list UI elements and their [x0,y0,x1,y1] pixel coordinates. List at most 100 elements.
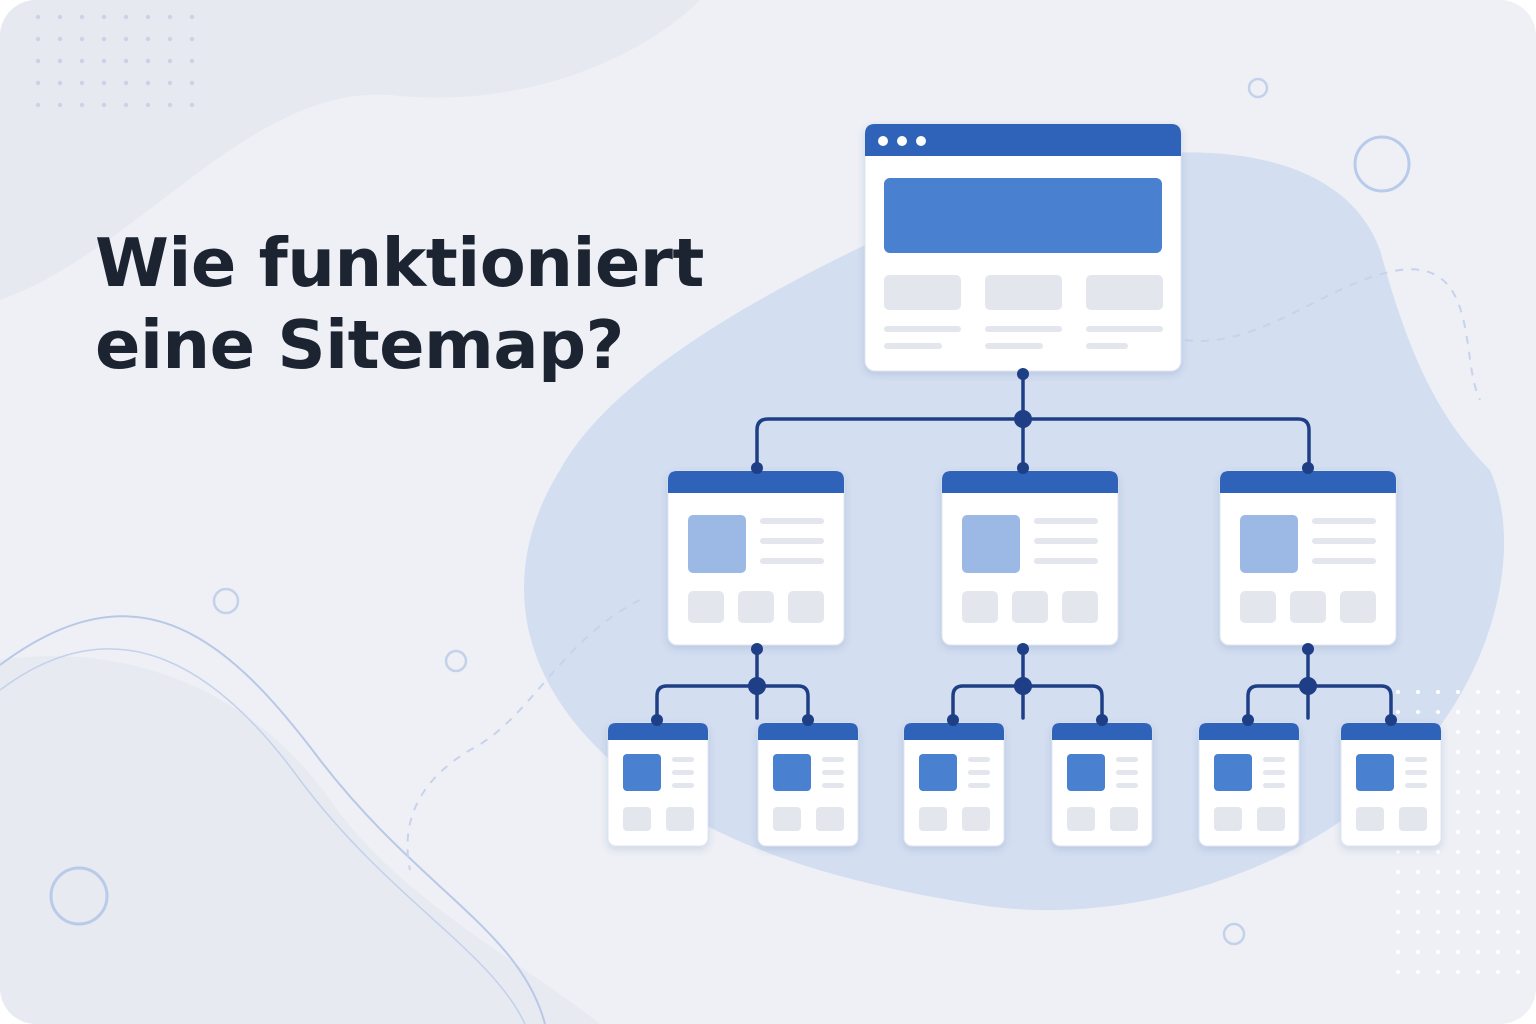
dot [1396,870,1400,874]
sub-page-card [607,722,709,847]
dot [1476,790,1480,794]
text-line [1116,770,1138,775]
dot [123,80,129,86]
ring-decoration [49,866,109,926]
dot [1456,970,1460,974]
dot [1456,750,1460,754]
ring-decoration [1353,135,1411,193]
dot [57,80,63,86]
text-line [985,326,1062,332]
dot [1416,890,1420,894]
dot [145,14,151,20]
dot [123,58,129,64]
dot [123,36,129,42]
sub-page-card [1051,722,1153,847]
home-page-card [864,123,1182,372]
dot [57,36,63,42]
dot [57,14,63,20]
category-page-card [1219,470,1397,646]
dot [1416,850,1420,854]
dashed-curve [406,599,641,871]
text-line [822,783,844,788]
dot [1496,690,1500,694]
dot [1516,910,1520,914]
dot [101,102,107,108]
dot [1456,870,1460,874]
content-block [1356,807,1384,831]
content-block [1012,591,1048,623]
dot [1496,830,1500,834]
dot [1516,870,1520,874]
dot [1476,770,1480,774]
dot [1496,850,1500,854]
dot [1516,830,1520,834]
dot [145,102,151,108]
dot [1516,890,1520,894]
text-line [1312,538,1376,544]
dot [101,58,107,64]
content-block [962,807,990,831]
dot-grid-top-left [35,14,195,108]
dot [1516,710,1520,714]
dot [123,14,129,20]
text-line [1263,770,1285,775]
dot [1496,970,1500,974]
connector-node-icon [1302,462,1314,474]
dot [1436,850,1440,854]
content-block [623,807,651,831]
sub-page-card [757,722,859,847]
connector-node-icon [748,677,766,695]
dot [1456,730,1460,734]
dot [145,80,151,86]
dot [1456,710,1460,714]
thumbnail [919,754,957,791]
thumbnail [1356,754,1394,791]
content-block [1290,591,1326,623]
dot [1436,970,1440,974]
dot [1416,690,1420,694]
connector-node-icon [1299,677,1317,695]
text-line [1086,326,1163,332]
dot [189,80,195,86]
connector-line [1246,684,1393,720]
content-block [1067,807,1095,831]
content-block [666,807,694,831]
text-line [1034,518,1098,524]
dot [35,80,41,86]
dot [35,14,41,20]
thumbnail [688,515,746,573]
connector-node-icon [947,714,959,726]
dot [1436,890,1440,894]
connector-line [655,684,810,720]
sub-page-card [1340,722,1442,847]
connector-node-icon [1096,714,1108,726]
text-line [1086,343,1128,349]
text-line [672,770,694,775]
dot [189,102,195,108]
text-line [1405,783,1427,788]
dot [189,36,195,42]
dot [1516,930,1520,934]
thumbnail [1214,754,1252,791]
dot [1456,910,1460,914]
dot [1516,970,1520,974]
thumbnail [623,754,661,791]
connector-node-icon [1017,643,1029,655]
dot [1516,770,1520,774]
dot [1496,750,1500,754]
dot [1476,910,1480,914]
dot [1416,930,1420,934]
title-line-2: eine Sitemap? [95,306,624,385]
dot [1456,790,1460,794]
text-line [985,343,1043,349]
connector-node-icon [1302,643,1314,655]
dot [101,80,107,86]
dot [1476,710,1480,714]
dot [35,36,41,42]
dot [35,102,41,108]
dot [79,14,85,20]
dot [79,36,85,42]
sub-page-card [903,722,1005,847]
dot [167,80,173,86]
dot [1476,690,1480,694]
